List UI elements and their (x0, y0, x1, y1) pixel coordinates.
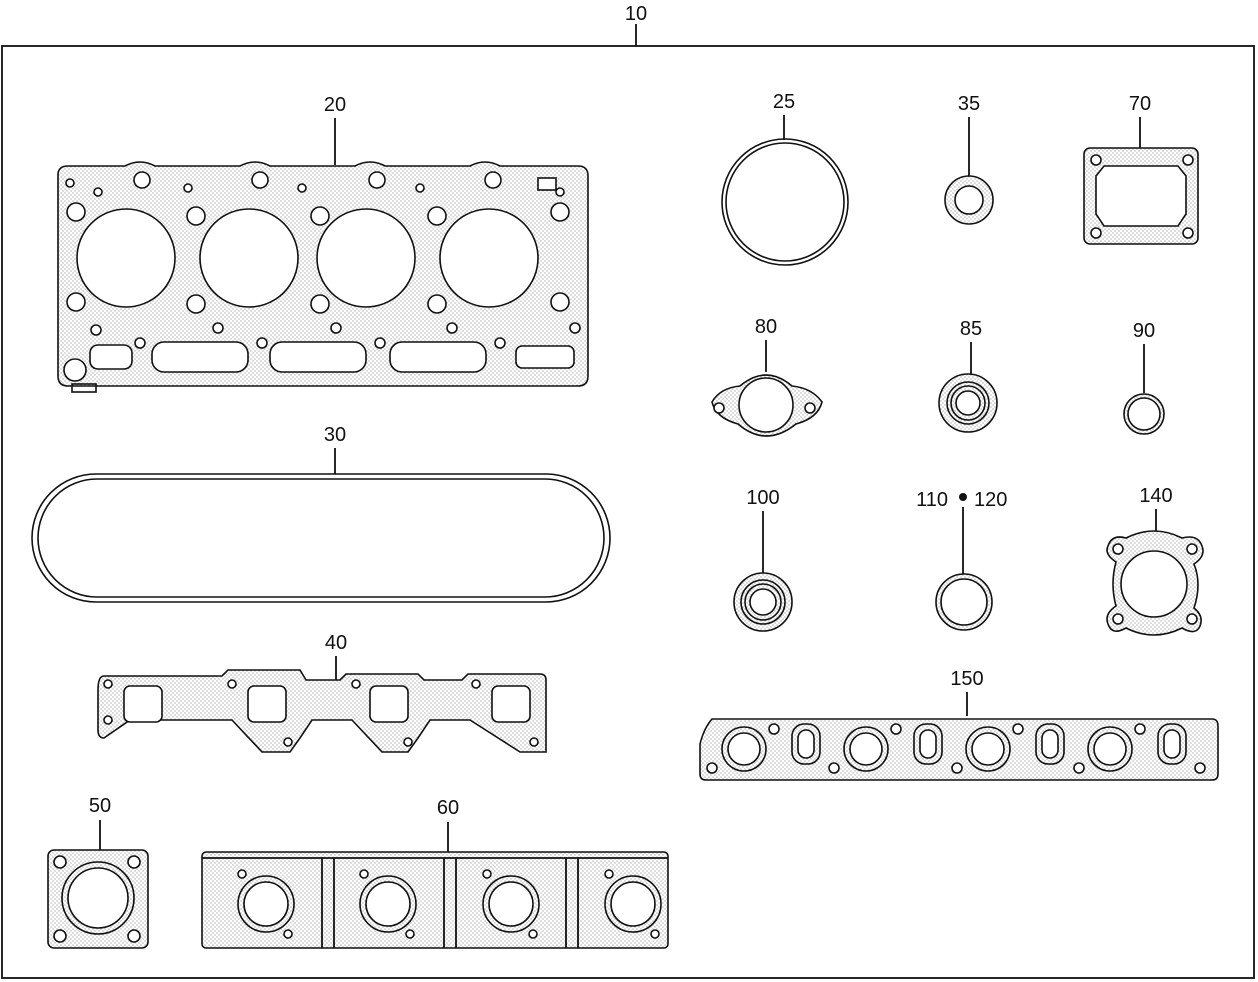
callout-80: 80 (755, 316, 777, 338)
callout-85: 85 (960, 318, 982, 340)
assembly-label: 10 (625, 3, 647, 25)
part-85-seal[interactable]: 85 (938, 318, 998, 433)
part-25-o-ring[interactable]: 25 (721, 91, 849, 266)
part-35-seal-ring[interactable]: 35 (944, 93, 994, 225)
part-110-120-ring[interactable]: 110 120 (916, 489, 1007, 631)
callout-60: 60 (437, 797, 459, 819)
callout-110: 110 (916, 489, 948, 511)
assembly-10: 10 (1, 3, 1255, 979)
part-140-flange-gasket[interactable]: 140 (1106, 485, 1204, 636)
callout-150: 150 (950, 668, 983, 690)
callout-70: 70 (1129, 93, 1151, 115)
part-80-oval-flange[interactable]: 80 (711, 316, 823, 437)
callout-90: 90 (1133, 320, 1155, 342)
callout-120: 120 (974, 489, 1007, 511)
callout-35: 35 (958, 93, 980, 115)
callout-separator-dot (959, 493, 967, 501)
callout-40: 40 (325, 632, 347, 654)
callout-100: 100 (746, 487, 779, 509)
callout-50: 50 (89, 795, 111, 817)
callout-25: 25 (773, 91, 795, 113)
part-90-washer[interactable]: 90 (1123, 320, 1165, 435)
part-40-manifold-gasket[interactable]: 40 (97, 632, 547, 753)
assembly-frame (1, 45, 1255, 979)
part-60-exhaust-gasket[interactable]: 60 (201, 797, 669, 949)
callout-140: 140 (1139, 485, 1172, 507)
part-100-seal[interactable]: 100 (733, 487, 793, 632)
callout-30: 30 (324, 424, 346, 446)
part-30-cover-gasket[interactable]: 30 (31, 424, 611, 603)
part-70-square-gasket[interactable]: 70 (1083, 93, 1199, 245)
part-150-manifold-gasket[interactable]: 150 (699, 668, 1219, 781)
part-50-flange-gasket[interactable]: 50 (47, 795, 149, 949)
callout-20: 20 (324, 94, 346, 116)
part-20-head-gasket[interactable]: 20 (57, 94, 589, 393)
